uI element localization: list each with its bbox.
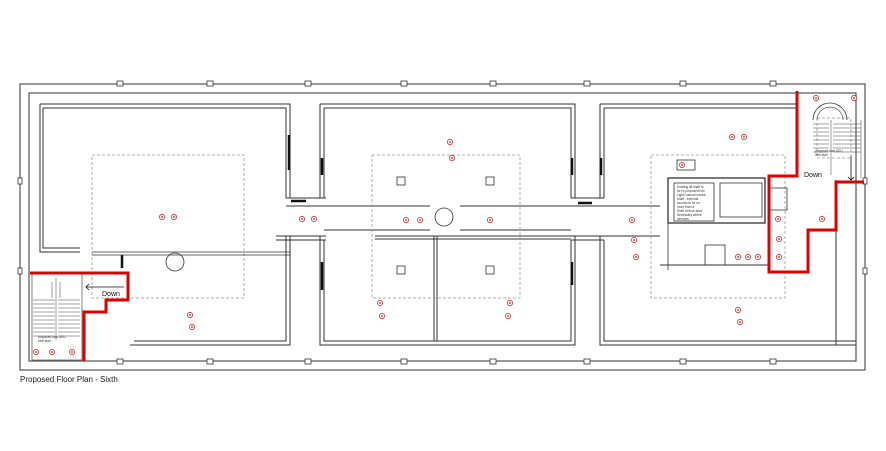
stair-right-label: Down — [804, 172, 822, 179]
annotation-marker-dot — [451, 157, 453, 159]
annotation-marker-dot — [737, 309, 739, 311]
annotation-marker-dot — [633, 239, 635, 241]
annotation-marker-dot — [405, 219, 407, 221]
annotation-marker-dot — [71, 351, 73, 353]
riser-note-5: louvred to be no — [677, 201, 700, 205]
annotation-marker-dot — [191, 326, 193, 328]
riser-shaft: Existing lift shaft to be re-purposed in… — [667, 177, 766, 270]
annotation-marker-dot — [419, 219, 421, 221]
annotation-marker-dot — [731, 136, 733, 138]
dashed-zones — [37, 117, 852, 343]
stair-right: Down proposed stair ADU new stair — [804, 102, 862, 181]
stair-left-note-1: proposed stair ADU — [38, 335, 66, 339]
outer-walls — [19, 83, 866, 371]
annotation-marker-dot — [743, 136, 745, 138]
annotation-marker-dot — [509, 302, 511, 304]
fixtures — [92, 159, 788, 275]
stair-right-note-1: proposed stair ADU — [815, 149, 843, 153]
structural-columns — [17, 80, 868, 365]
riser-note-1: Existing lift shaft to — [677, 185, 704, 189]
annotation-marker-dot — [313, 218, 315, 220]
annotation-marker-dot — [777, 218, 779, 220]
annotation-marker-dot — [51, 351, 53, 353]
annotation-marker-dot — [778, 256, 780, 258]
internal-walls — [39, 103, 856, 346]
annotation-marker-dot — [737, 256, 739, 258]
annotation-marker-dot — [381, 315, 383, 317]
annotation-marker-dot — [853, 97, 855, 99]
riser-note-4: shaft - external — [677, 197, 698, 201]
annotation-marker-dot — [379, 302, 381, 304]
riser-note-2: be re-purposed into — [677, 189, 705, 193]
annotation-marker-dot — [815, 97, 817, 99]
stair-left-label: Down — [102, 291, 120, 298]
drawing-caption: Proposed Floor Plan - Sixth — [20, 375, 118, 384]
annotation-marker-dot — [35, 351, 37, 353]
fire-compartment-lines — [30, 91, 864, 361]
annotation-marker-dot — [739, 321, 741, 323]
stair-left: Down proposed stair ADU new stair — [31, 273, 124, 361]
door-marks — [120, 135, 603, 290]
riser-note-8: Necessary where — [677, 213, 702, 217]
annotation-marker-dot — [507, 315, 509, 317]
stair-left-note-2: new stair — [38, 339, 52, 343]
riser-note-7: Sixth of floor area — [677, 209, 702, 213]
riser-note-6: more than a — [677, 205, 694, 209]
annotation-marker-dot — [489, 219, 491, 221]
annotation-marker-dot — [757, 256, 759, 258]
annotation-marker-dot — [778, 238, 780, 240]
annotation-marker-dot — [635, 256, 637, 258]
annotation-marker-dot — [681, 164, 683, 166]
annotation-marker-dot — [631, 219, 633, 221]
annotation-marker-dot — [173, 216, 175, 218]
annotation-marker-dot — [189, 314, 191, 316]
riser-note-9: services — [677, 217, 689, 221]
annotation-marker-dot — [301, 218, 303, 220]
annotation-marker-dot — [449, 141, 451, 143]
annotation-marker-dot — [821, 218, 823, 220]
annotation-marker-dot — [747, 256, 749, 258]
stair-right-note-2: new stair — [815, 153, 829, 157]
riser-note-3: Light/ natural smoke — [677, 193, 706, 197]
annotation-markers — [33, 95, 857, 355]
annotation-marker-dot — [161, 216, 163, 218]
